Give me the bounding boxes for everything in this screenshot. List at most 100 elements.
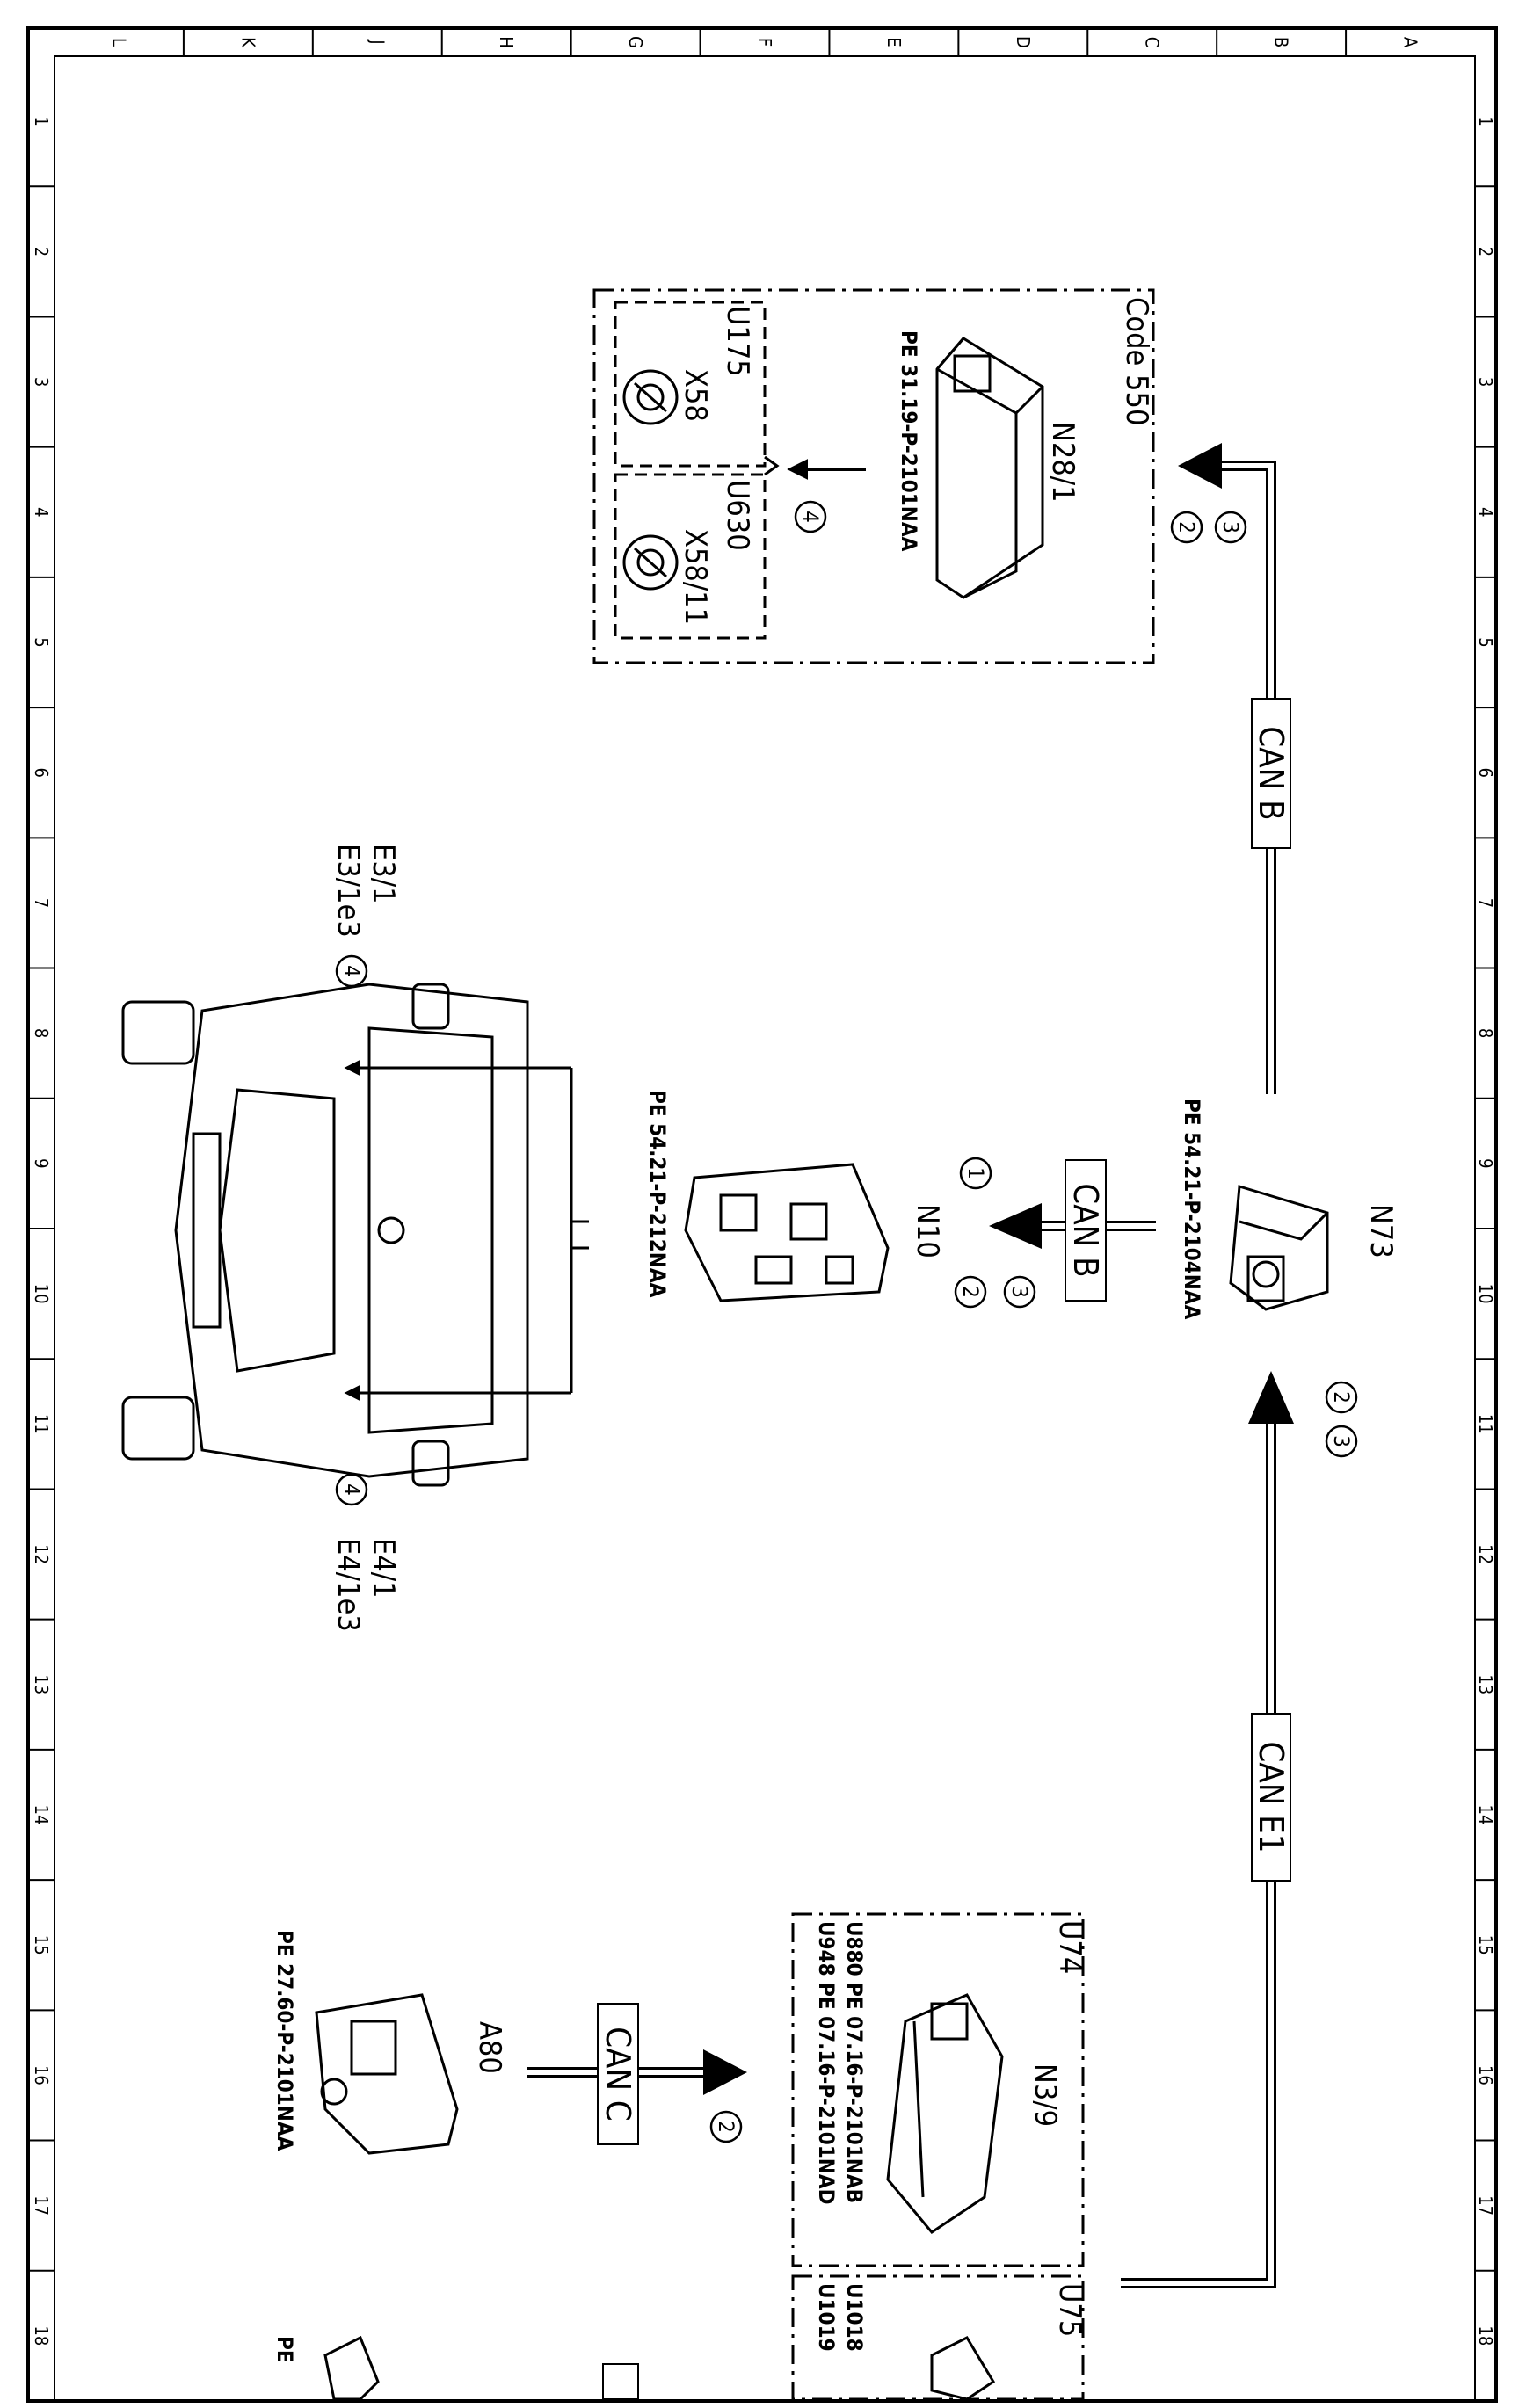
vehicle-labels: 4 4 E3/1 E3/1e3 E4/1 E4/1e3 [331,844,401,1632]
badge-4-e3: 4 [339,965,364,977]
badge-2-n73: 2 [1329,1391,1354,1403]
row-number: 9 [31,1158,52,1168]
column-letter: A [1400,37,1421,48]
row-number: 17 [1475,2195,1496,2216]
row-number: 2 [31,247,52,257]
can-e1-label: CAN E1 [1252,1741,1290,1853]
row-number: 11 [1475,1414,1496,1434]
row-number: 6 [31,767,52,777]
e4-1-label: E4/1 [366,1538,401,1599]
n10-module-image [684,1163,890,1302]
a80-label: A80 [472,2021,507,2074]
n73-label: N73 [1363,1204,1399,1258]
u630-label: U630 [720,480,755,551]
column-letter: J [367,39,388,44]
row-number: 10 [31,1284,52,1304]
u75-module-image [930,2336,996,2401]
badge-2-a80: 2 [714,2121,738,2133]
a80-module-image [315,1993,459,2155]
column-letter: K [237,37,258,48]
pe-31-19-ref: PE 31.19-P-2101NAA [897,330,921,552]
row-number: 5 [1475,637,1496,647]
row-number: 13 [31,1674,52,1694]
n3-9-label: N3/9 [1028,2063,1063,2127]
badge-3-n10: 3 [1007,1286,1032,1298]
n10-label: N10 [910,1204,945,1258]
row-number: 3 [1475,377,1496,387]
row-number: 12 [1475,1544,1496,1564]
row-number: 7 [1475,898,1496,908]
badge-2-n10: 2 [958,1286,983,1298]
row-number: 12 [31,1544,52,1564]
code-550-group: 4 Code 550 N28/1 PE 31.19-P-2101NAA U175… [592,288,1155,664]
row-number: 13 [1475,1674,1496,1694]
column-letter: H [496,36,517,48]
row-number: 18 [31,2325,52,2346]
u880-label: U880 [842,1921,867,1976]
u75-label: U75 [1052,2283,1087,2337]
n10-pe-ref: PE 54.21-P-212NAA [645,1090,670,1298]
badge-4-code-text: 4 [798,511,823,523]
badge-3-n28: 3 [1218,521,1243,533]
a80-can-c-label: CAN C [599,2027,637,2122]
n3-9-module-image [886,1993,1004,2234]
row-number: 18 [1475,2325,1496,2346]
row-number: 6 [1475,767,1496,777]
row-number: 8 [31,1028,52,1038]
row-number: 1 [1475,116,1496,126]
row-number: 3 [31,377,52,387]
x58-11-connector-image [622,534,679,591]
n10-component: CAN B 1 3 2 N10 PE 54.21-P-212NAA [645,1090,1156,1309]
badge-1-n10: 1 [963,1167,988,1179]
e4-1e3-label: E4/1e3 [331,1538,366,1632]
row-number: 10 [1475,1284,1496,1304]
n28-1-label: N28/1 [1045,422,1080,503]
row-number: 4 [1475,507,1496,517]
n73-ignition-image [1229,1185,1329,1311]
row-number: 16 [1475,2065,1496,2085]
row-number: 9 [1475,1158,1496,1168]
column-letter: F [754,38,775,47]
row-number: 15 [1475,1935,1496,1955]
u175-label: U175 [720,306,755,377]
a80-pe-ref: PE 27.60-P-2101NAA [272,1930,297,2151]
row-number: 5 [31,637,52,647]
column-letter: G [625,36,646,48]
u880-pe-ref: PE 07.16-P-2101NAB [842,1983,867,2203]
row-number: 14 [31,1805,52,1825]
e3-1-label: E3/1 [366,844,401,904]
badge-2-n28: 2 [1174,521,1199,533]
column-letter: L [108,38,129,47]
row-number: 16 [31,2065,52,2085]
n73-pe-ref: PE 54.21-P-2104NAA [1180,1099,1204,1320]
badge-4-e4: 4 [339,1483,364,1496]
n10-can-b-label: CAN B [1066,1183,1105,1277]
column-letter: B [1271,37,1292,47]
badge-3-n73: 3 [1329,1435,1354,1447]
row-number: 17 [31,2195,52,2216]
row-number: 7 [31,898,52,908]
can-b-top-bus: CAN B 3 2 [1170,443,1291,1094]
badge-4-code [794,500,827,533]
row-number: 8 [1475,1028,1496,1038]
x58-label: X58 [678,369,713,422]
n28-1-module-image [935,337,1044,599]
n73-component: N73 PE 54.21-P-2104NAA [1180,1099,1399,1320]
row-number: 11 [31,1414,52,1434]
a80-component: CAN C 2 A80 PE 27.60-P-2101NAA PE [272,1930,747,2401]
column-letter: C [1142,37,1163,48]
can-b-top-label: CAN B [1252,726,1290,820]
u74-label: U74 [1052,1920,1087,1974]
x58-connector-image [622,369,679,425]
u948-label: U948 [814,1921,839,1976]
row-number: 1 [31,116,52,126]
vehicle-front-image [121,983,589,1487]
can-e1-bus: CAN E1 2 3 [1121,1371,1358,2288]
row-number: 14 [1475,1805,1496,1825]
column-letter: E [883,37,905,47]
code-550-label: Code 550 [1119,297,1154,425]
row-number: 15 [31,1935,52,1955]
